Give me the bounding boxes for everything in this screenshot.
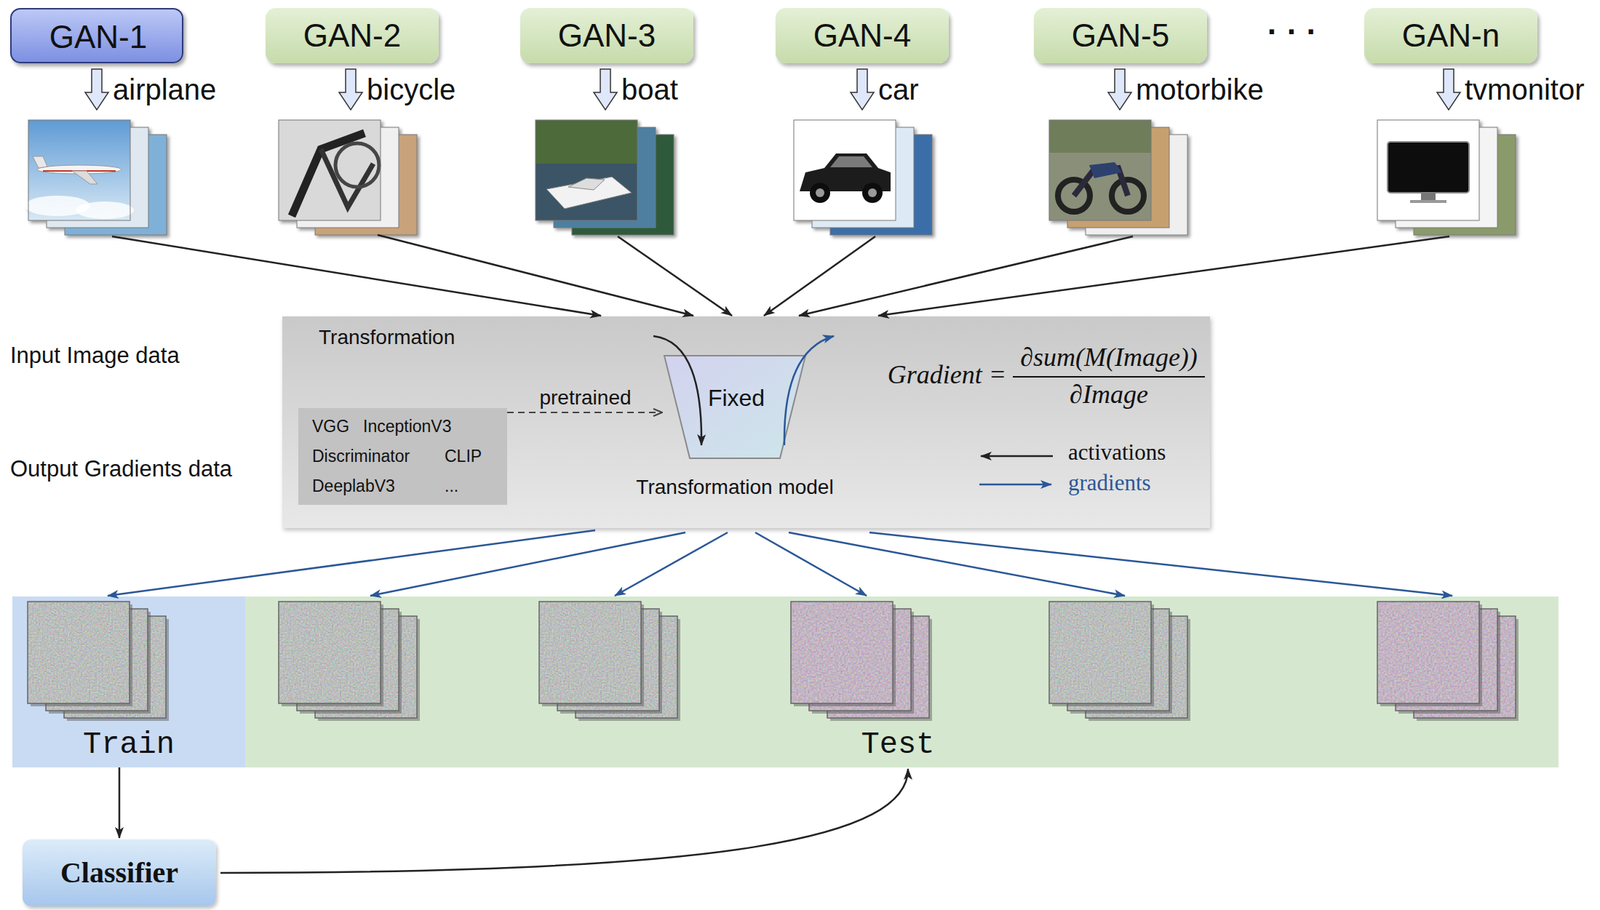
text-slot: tvmonitor xyxy=(1464,72,1585,107)
node-text: GAN-5 xyxy=(1071,17,1170,55)
text-slot: motorbike xyxy=(1135,72,1264,107)
model-list-box: VGG InceptionV3Discriminator CLIP DeeplabV3… xyxy=(298,408,508,505)
node-text: InceptionV3 xyxy=(363,416,452,436)
text-slot: GAN-3 xyxy=(558,17,656,55)
text-slot: Gradient = xyxy=(887,360,1007,390)
node-text: GAN-3 xyxy=(558,17,656,55)
label-text: motorbike xyxy=(1135,72,1264,107)
node-text: Fixed xyxy=(707,384,765,412)
label-text: Output Gradients data xyxy=(10,456,233,483)
node-text: CLIP xyxy=(444,446,482,466)
label-text: · · · xyxy=(1267,13,1317,51)
text-slot: Transformation model xyxy=(635,475,834,500)
node-text: GAN-1 xyxy=(49,18,147,57)
text-slot: GAN-5 xyxy=(1071,17,1170,55)
label-text: tvmonitor xyxy=(1464,72,1585,107)
label-text: boat xyxy=(621,72,679,107)
legend-text: gradients xyxy=(1068,470,1152,497)
text-slot: ∂Image xyxy=(1069,379,1149,410)
label-text: Gradient = xyxy=(887,360,1007,390)
text-slot: Discriminator xyxy=(312,446,410,466)
node-text: VGG xyxy=(312,416,350,436)
gan-box: GAN-4 xyxy=(775,8,949,64)
text-slot: Fixed xyxy=(707,384,765,412)
node-text: Test xyxy=(861,727,935,763)
label-text: Input Image data xyxy=(10,342,180,369)
label-text: car xyxy=(878,72,919,107)
text-slot: ... xyxy=(444,476,459,496)
text-slot: airplane xyxy=(112,72,217,107)
text-slot: activations xyxy=(1068,439,1166,466)
node-text: DeeplabV3 xyxy=(312,476,396,496)
flow-arrow xyxy=(220,769,909,874)
label-text: ∂sum(M(Image)) xyxy=(1020,342,1198,373)
node-text: ... xyxy=(444,476,459,496)
edge-label: pretrained xyxy=(539,386,631,410)
text-slot: CLIP xyxy=(444,446,482,466)
text-slot: Input Image data xyxy=(10,342,180,369)
test-band: Test xyxy=(245,596,1559,768)
text-slot: Transformation xyxy=(318,325,455,350)
funnel-model: FixedTransformation model xyxy=(663,355,807,460)
node-text: Train xyxy=(82,727,175,763)
node-text: Transformation xyxy=(318,325,455,350)
flow-arrow xyxy=(118,767,121,839)
text-slot: GAN-1 xyxy=(49,18,147,57)
node-text: GAN-4 xyxy=(813,17,911,55)
node-text: Discriminator xyxy=(312,446,410,466)
node-text: Classifier xyxy=(60,856,179,890)
text-slot: bicycle xyxy=(366,72,456,107)
text-slot: Classifier xyxy=(60,856,179,890)
text-slot: pretrained xyxy=(539,386,631,410)
text-slot: GAN-n xyxy=(1402,17,1500,55)
text-slot: VGG xyxy=(312,416,350,436)
gan-box: GAN-3 xyxy=(520,8,694,64)
text-slot: Output Gradients data xyxy=(10,456,233,483)
text-slot: gradients xyxy=(1068,470,1152,497)
gan-box: GAN-5 xyxy=(1033,8,1208,64)
text-slot: GAN-4 xyxy=(813,17,911,55)
gan-box: GAN-n xyxy=(1364,8,1538,64)
train-band: Train xyxy=(12,596,246,768)
gan-box: GAN-2 xyxy=(265,8,439,64)
legend-text: activations xyxy=(1068,439,1166,466)
classifier-box: Classifier xyxy=(22,839,217,907)
text-slot: InceptionV3 xyxy=(363,416,452,436)
text-slot: Test xyxy=(861,727,935,763)
text-slot: GAN-2 xyxy=(303,17,401,55)
funnel-outline xyxy=(664,355,806,459)
node-text: Transformation model xyxy=(635,475,834,500)
text-slot: boat xyxy=(621,72,679,107)
text-slot: · · · xyxy=(1267,13,1317,51)
text-slot: Train xyxy=(82,727,175,763)
gan-box: GAN-1 xyxy=(10,8,184,64)
label-text: ∂Image xyxy=(1069,379,1149,410)
text-slot: car xyxy=(878,72,919,107)
node-text: GAN-2 xyxy=(303,17,401,55)
text-slot: ∂sum(M(Image)) xyxy=(1020,342,1198,373)
label-text: airplane xyxy=(112,72,217,107)
text-slot: DeeplabV3 xyxy=(312,476,396,496)
node-text: GAN-n xyxy=(1402,17,1500,55)
label-text: bicycle xyxy=(366,72,456,107)
